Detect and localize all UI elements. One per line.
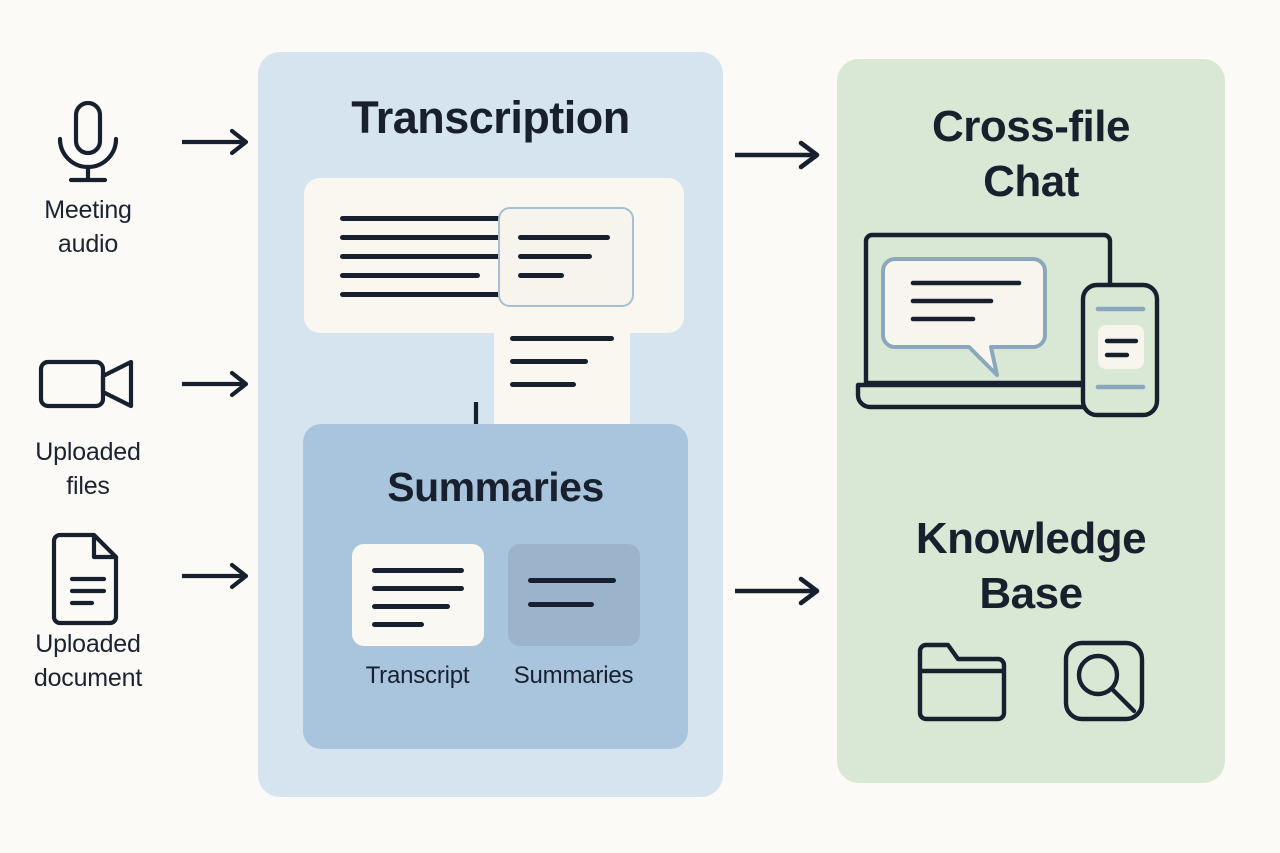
laptop-phone-chat-illustration (855, 227, 1207, 457)
knowledge-base-icon-group (837, 637, 1225, 725)
folder-icon[interactable] (914, 637, 1010, 725)
transcript-document-card (304, 178, 684, 333)
summaries-item-transcript[interactable]: Transcript (351, 544, 484, 690)
summaries-thumbnail (507, 544, 640, 646)
crossfile-chat-title: Cross-file Chat (932, 102, 1130, 206)
inputs-column: Meeting audio Uploaded files (0, 0, 258, 853)
input-label-uploaded-files: Uploaded files (35, 438, 141, 500)
transcription-panel: Transcription (258, 52, 723, 797)
transcript-thumbnail (351, 544, 484, 646)
arrow-transcription-to-crossfile-chat (733, 140, 828, 180)
search-icon[interactable] (1060, 637, 1148, 725)
input-label-uploaded-document: Uploaded document (33, 630, 143, 692)
caption-summaries: Summaries (513, 662, 634, 689)
knowledge-base-title: Knowledge Base (915, 514, 1147, 618)
caption-transcript: Transcript (365, 662, 470, 689)
input-meeting-audio[interactable]: Meeting audio (0, 96, 176, 261)
input-row-uploaded-document: Uploaded document (0, 530, 258, 695)
arrow-summaries-to-knowledge-base (733, 576, 828, 616)
outputs-panel: Cross-file Chat Knowl (837, 59, 1225, 783)
summaries-title: Summaries (387, 464, 604, 510)
input-row-uploaded-files: Uploaded files (0, 338, 258, 503)
transcript-secondary-card (494, 309, 630, 435)
summaries-thumbnail-group: Transcript Summaries (303, 544, 688, 690)
arrow-meeting-audio-to-transcription (176, 96, 258, 188)
arrow-uploaded-files-to-transcription (176, 338, 258, 430)
transcription-title: Transcription (351, 92, 630, 143)
input-uploaded-files[interactable]: Uploaded files (0, 338, 176, 503)
microphone-icon (49, 96, 127, 188)
video-camera-icon (38, 338, 138, 430)
input-uploaded-document[interactable]: Uploaded document (0, 530, 176, 695)
input-label-meeting-audio: Meeting audio (44, 196, 132, 258)
summaries-subpanel: Summaries Transcript S (303, 424, 688, 749)
summaries-item-summaries[interactable]: Summaries (507, 544, 640, 690)
document-icon (51, 530, 124, 626)
input-row-meeting-audio: Meeting audio (0, 96, 258, 261)
transcript-highlight-card (498, 207, 634, 307)
arrow-uploaded-document-to-transcription (176, 530, 258, 622)
